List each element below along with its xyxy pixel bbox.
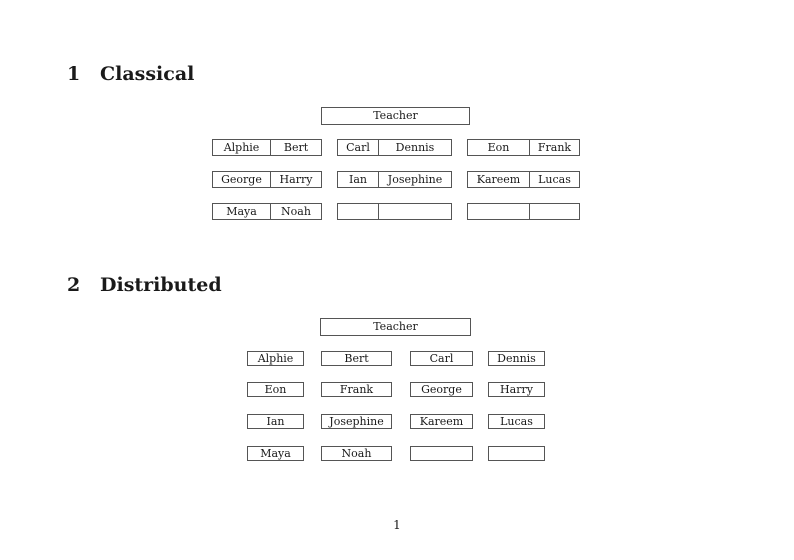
seat-box: Eon xyxy=(247,382,304,397)
desk-seat-left: Ian xyxy=(338,172,379,187)
section-number: 1 xyxy=(67,63,81,85)
section-number: 2 xyxy=(67,274,81,296)
seat-box: Lucas xyxy=(488,414,545,429)
seat-box: Noah xyxy=(321,446,392,461)
desk-seat-left: Maya xyxy=(213,204,271,219)
desk-seat-right: Noah xyxy=(281,205,311,218)
page-number: 1 xyxy=(393,518,401,532)
seat-box-empty xyxy=(410,446,473,461)
seat-box: Harry xyxy=(488,382,545,397)
desk-empty xyxy=(337,203,452,220)
desk-seat-left: Carl xyxy=(338,140,379,155)
teacher-label: Teacher xyxy=(373,109,418,122)
desk-seat-left: George xyxy=(213,172,271,187)
desk: Kareem Lucas xyxy=(467,171,580,188)
desk-empty xyxy=(467,203,580,220)
desk-seat-right: Harry xyxy=(279,173,313,186)
desk-seat-right: Bert xyxy=(283,141,309,154)
desk-seat-right: Dennis xyxy=(395,141,435,154)
section-title: Classical xyxy=(100,63,195,85)
desk-seat-left: Eon xyxy=(468,140,530,155)
desk: Alphie Bert xyxy=(212,139,322,156)
seat-box: Frank xyxy=(321,382,392,397)
desk: Ian Josephine xyxy=(337,171,452,188)
desk-seat-left: Alphie xyxy=(213,140,271,155)
seat-box: Kareem xyxy=(410,414,473,429)
teacher-label: Teacher xyxy=(373,320,418,333)
distributed-teacher-box: Teacher xyxy=(320,318,471,336)
seat-box: Ian xyxy=(247,414,304,429)
section-heading-classical: 1 Classical xyxy=(67,64,194,84)
desk-seat-right: Josephine xyxy=(387,173,443,186)
seat-box: Dennis xyxy=(488,351,545,366)
seat-box: Bert xyxy=(321,351,392,366)
section-heading-distributed: 2 Distributed xyxy=(67,275,222,295)
section-title: Distributed xyxy=(100,274,222,296)
seat-box: Maya xyxy=(247,446,304,461)
seat-box-empty xyxy=(488,446,545,461)
desk-seat-right xyxy=(379,204,451,219)
desk-seat-left xyxy=(468,204,530,219)
desk: Maya Noah xyxy=(212,203,322,220)
seat-box: Alphie xyxy=(247,351,304,366)
classical-teacher-box: Teacher xyxy=(321,107,470,125)
desk: George Harry xyxy=(212,171,322,188)
seat-box: Josephine xyxy=(321,414,392,429)
desk-seat-right xyxy=(530,204,579,219)
desk-seat-left xyxy=(338,204,379,219)
seat-box: Carl xyxy=(410,351,473,366)
desk: Eon Frank xyxy=(467,139,580,156)
seat-box: George xyxy=(410,382,473,397)
desk: Carl Dennis xyxy=(337,139,452,156)
desk-seat-right: Frank xyxy=(537,141,572,154)
desk-seat-left: Kareem xyxy=(468,172,530,187)
desk-seat-right: Lucas xyxy=(538,173,571,186)
